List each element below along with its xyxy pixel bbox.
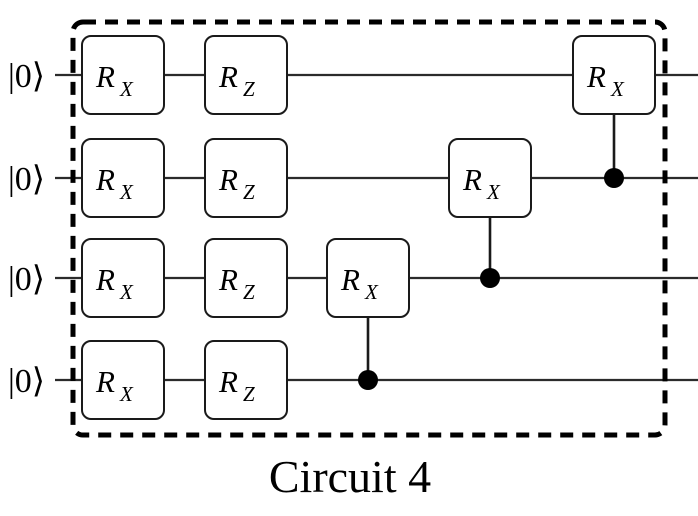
gate-box (204, 340, 288, 420)
gate-q2-rx[interactable]: R X (81, 238, 165, 318)
gate-label: R (95, 162, 115, 197)
gate-q1-rx[interactable]: R X (81, 138, 165, 218)
input-state-labels: |0⟩ |0⟩ |0⟩ |0⟩ (8, 58, 45, 400)
gate-box (204, 238, 288, 318)
gate-label: R (95, 262, 115, 297)
gate-box (81, 340, 165, 420)
gate-subscript: Z (243, 77, 255, 101)
gate-subscript: X (119, 180, 134, 204)
gate-q3-rz[interactable]: R Z (204, 340, 288, 420)
qubit-wires (55, 73, 698, 382)
gate-box (572, 35, 656, 115)
gate-box (81, 35, 165, 115)
gate-q0-rz[interactable]: R Z (204, 35, 288, 115)
gate-label: R (340, 262, 360, 297)
gate-label: R (218, 59, 238, 94)
gate-box (204, 138, 288, 218)
gate-crx-q1-q0[interactable]: R X (572, 35, 656, 115)
gate-subscript: X (119, 77, 134, 101)
ket-label-q3: |0⟩ (8, 363, 45, 400)
gate-label: R (218, 364, 238, 399)
gate-q3-rx[interactable]: R X (81, 340, 165, 420)
gate-subscript: X (610, 77, 625, 101)
gate-label: R (95, 364, 115, 399)
gate-crx-q2-q1[interactable]: R X (448, 138, 532, 218)
gate-box (81, 238, 165, 318)
gate-q0-rx[interactable]: R X (81, 35, 165, 115)
gate-subscript: X (364, 280, 379, 304)
ket-label-q1: |0⟩ (8, 161, 45, 198)
gate-subscript: Z (243, 180, 255, 204)
gate-label: R (586, 59, 606, 94)
gate-box (448, 138, 532, 218)
gate-q2-rz[interactable]: R Z (204, 238, 288, 318)
gate-subscript: X (486, 180, 501, 204)
control-dot-q3[interactable] (358, 370, 378, 390)
gate-label: R (462, 162, 482, 197)
gate-label: R (218, 162, 238, 197)
control-connectors (366, 75, 616, 380)
gate-subscript: Z (243, 382, 255, 406)
circuit-group-boundary (70, 19, 668, 438)
gate-subscript: Z (243, 280, 255, 304)
gate-crx-q3-q2[interactable]: R X (326, 238, 410, 318)
gate-box (204, 35, 288, 115)
gate-label: R (218, 262, 238, 297)
gate-label: R (95, 59, 115, 94)
gate-box (326, 238, 410, 318)
gate-box (81, 138, 165, 218)
figure-caption: Circuit 4 (269, 451, 431, 502)
control-dot-q1[interactable] (604, 168, 624, 188)
gate-subscript: X (119, 280, 134, 304)
ket-label-q0: |0⟩ (8, 58, 45, 95)
ket-label-q2: |0⟩ (8, 261, 45, 298)
gate-q1-rz[interactable]: R Z (204, 138, 288, 218)
control-dot-q2[interactable] (480, 268, 500, 288)
gate-subscript: X (119, 382, 134, 406)
